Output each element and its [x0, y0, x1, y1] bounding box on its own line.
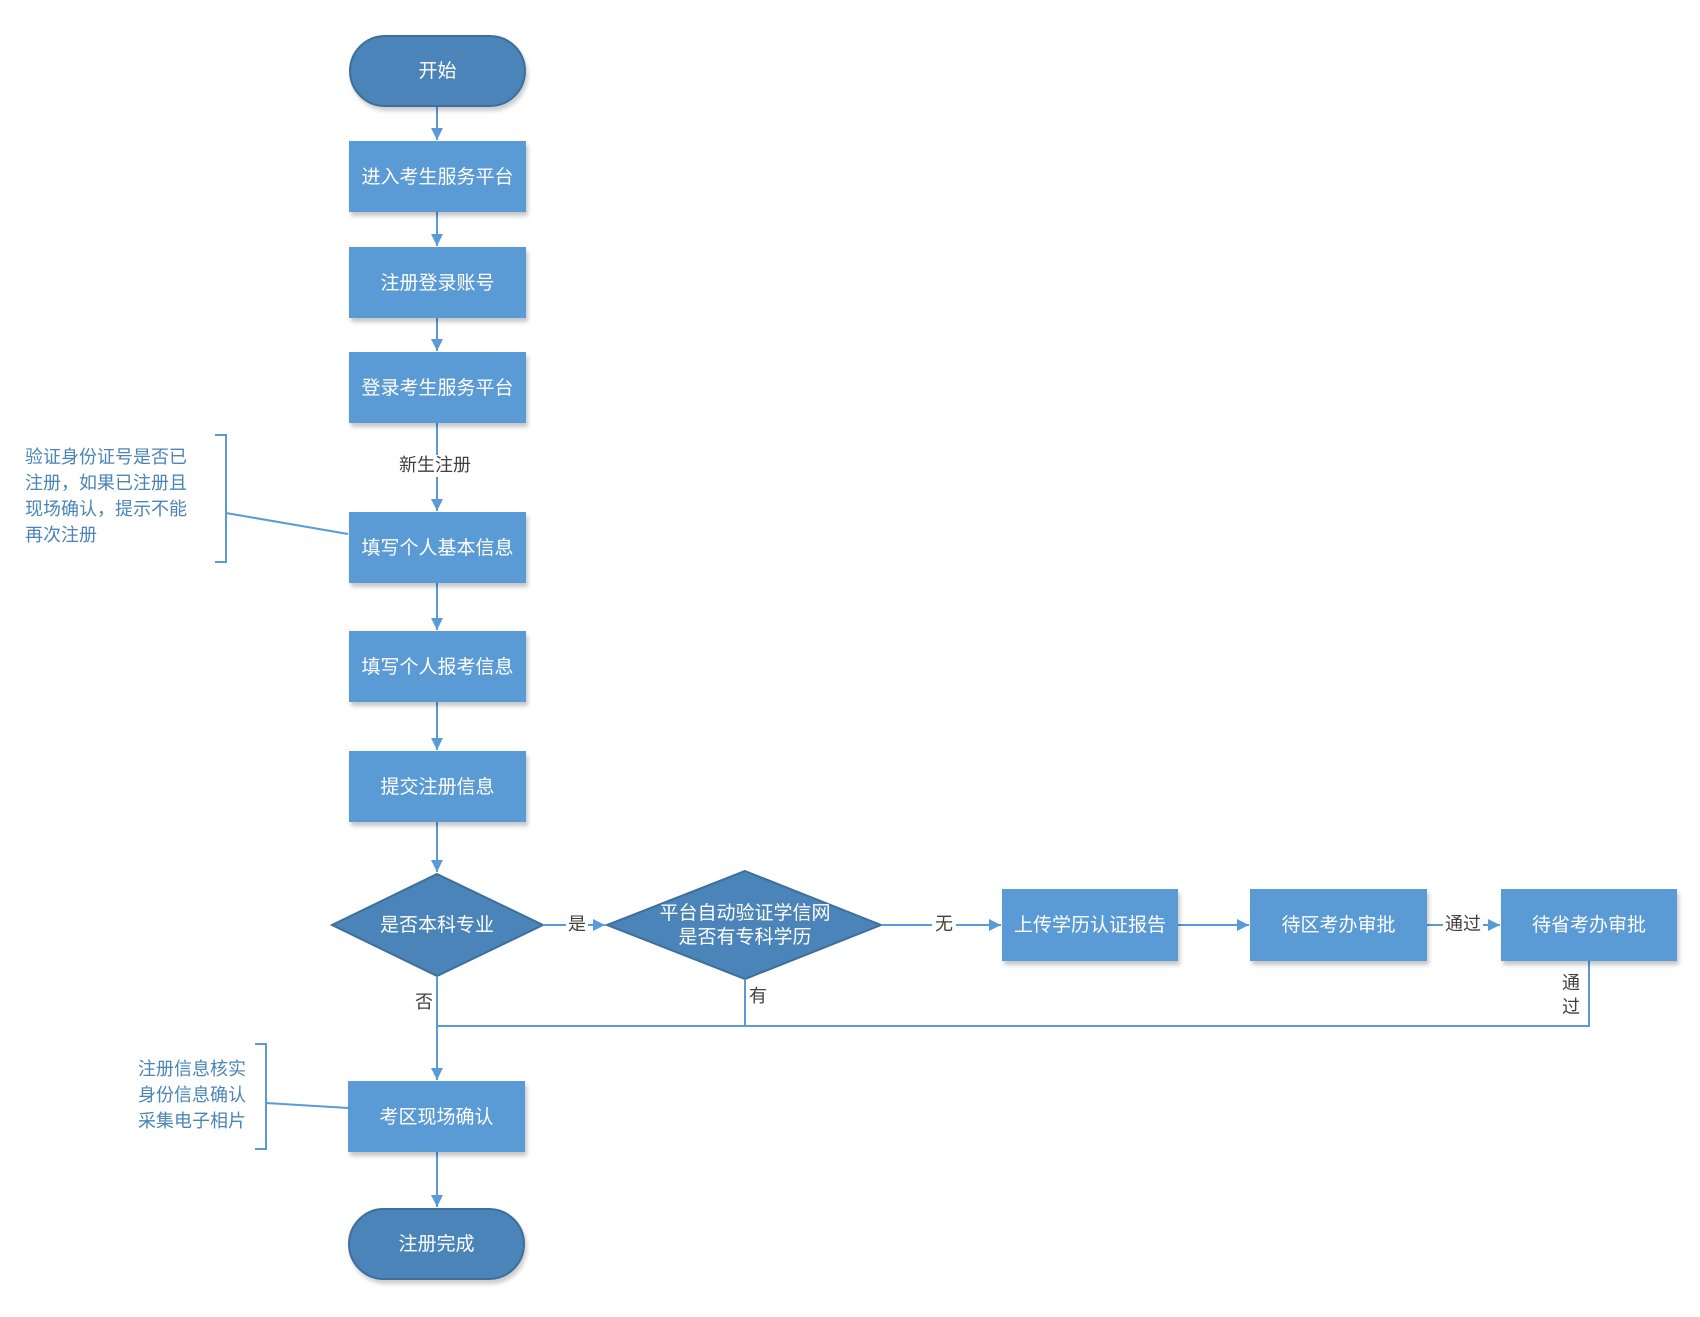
upload-report-step: 上传学历认证报告 [1002, 889, 1178, 961]
edge-label-no: 否 [415, 992, 433, 1013]
decision-auto-verify-line2: 是否有专科学历 [678, 926, 812, 948]
annotation-leader-verify [225, 512, 349, 535]
edge-label-new-register: 新生注册 [397, 455, 473, 477]
edge-label-pass-vertical: 通 过 [1559, 972, 1583, 1020]
finish-terminal: 注册完成 [348, 1208, 525, 1280]
decision-bachelor-label: 是否本科专业 [379, 914, 494, 936]
decision-auto-verify-line1: 平台自动验证学信网 [659, 902, 831, 924]
submit-info-step: 提交注册信息 [349, 751, 526, 822]
start-terminal: 开始 [349, 35, 526, 107]
annotation-verify-id: 验证身份证号是否已 注册，如果已注册且 现场确认，提示不能 再次注册 [25, 447, 187, 546]
annotation-onsite: 注册信息核实 身份信息确认 采集电子相片 [138, 1059, 246, 1132]
edge-label-has: 有 [749, 986, 767, 1007]
edge-label-none: 无 [932, 914, 956, 936]
annotation-leader-onsite [265, 1102, 349, 1109]
connector-province-pass-return [437, 961, 1590, 1027]
onsite-confirm-step: 考区现场确认 [348, 1081, 525, 1152]
edge-label-yes: 是 [566, 914, 588, 936]
enter-platform-step: 进入考生服务平台 [349, 141, 526, 212]
decision-auto-verify-label: 平台自动验证学信网 是否有专科学历 [630, 898, 860, 952]
annotation-bracket-verify [215, 434, 227, 563]
fill-exam-info-step: 填写个人报考信息 [349, 631, 526, 702]
login-platform-step: 登录考生服务平台 [349, 352, 526, 423]
register-account-step: 注册登录账号 [349, 247, 526, 318]
fill-basic-info-step: 填写个人基本信息 [349, 512, 526, 583]
annotation-bracket-onsite [255, 1043, 267, 1150]
edge-label-pass-vertical-2: 过 [1562, 997, 1580, 1018]
edge-label-pass: 通过 [1443, 914, 1483, 936]
province-review-step: 待省考办审批 [1501, 889, 1677, 961]
district-review-step: 待区考办审批 [1250, 889, 1427, 961]
edge-label-pass-vertical-1: 通 [1562, 973, 1580, 994]
